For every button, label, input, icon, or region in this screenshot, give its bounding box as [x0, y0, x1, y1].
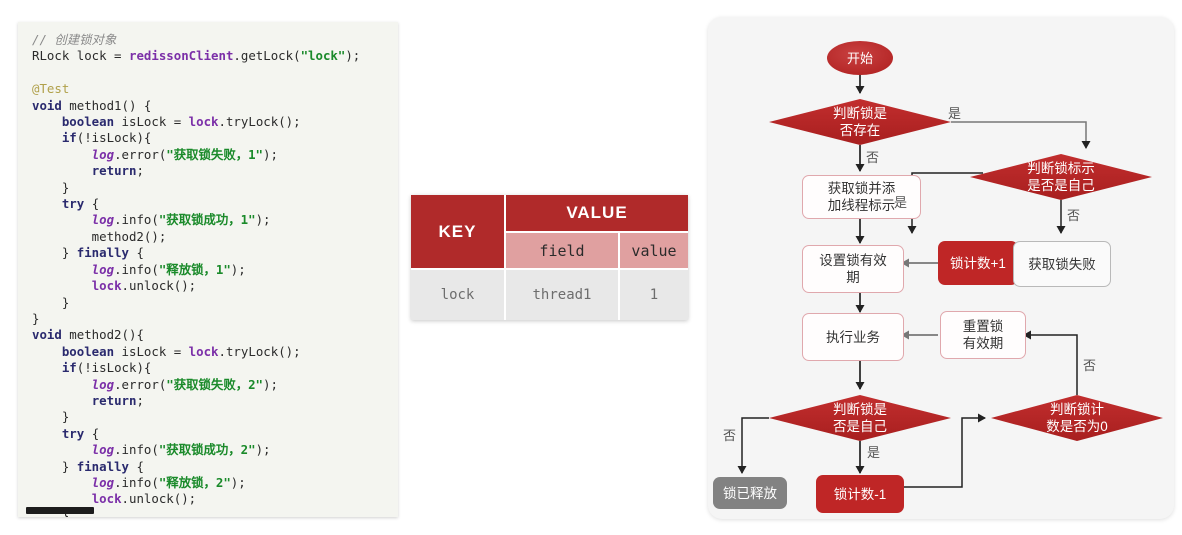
table-header-key: KEY	[411, 195, 506, 270]
flow-node-set-lock-ttl[interactable]: 设置锁有效期	[802, 245, 904, 293]
code-snippet-panel: // 创建锁对象 RLock lock = redissonClient.get…	[18, 22, 398, 517]
table-cell-field: thread1	[506, 270, 620, 320]
code-scrollbar[interactable]	[18, 505, 398, 517]
edge-label-count-no: 否	[1083, 358, 1097, 373]
start-ellipse-icon	[827, 41, 893, 75]
flow-node-lock-released-label: 锁已释放	[723, 485, 777, 501]
flow-node-check-lock-exists-label: 判断锁是否存在	[833, 106, 887, 138]
key-value-table: KEY VALUE field value lock thread1 1	[411, 195, 688, 320]
flow-node-reset-lock-ttl[interactable]: 重置锁有效期	[940, 311, 1026, 359]
flow-node-check-owner-tag-label: 判断锁标示是否是自己	[1027, 161, 1095, 193]
flowchart-panel: 开始 判断锁是否存在 获取锁并添加线程标示 设置锁有效期 执行业务 判断锁是否是…	[708, 17, 1174, 519]
edge-label-exists-no: 否	[866, 150, 880, 165]
table-header-value: VALUE	[506, 195, 688, 233]
edge-label-owner-no: 否	[1067, 208, 1081, 223]
flow-node-acquire-failed[interactable]: 获取锁失败	[1013, 241, 1111, 287]
flow-node-reset-lock-ttl-label: 重置锁有效期	[962, 319, 1004, 351]
flow-node-start[interactable]: 开始	[827, 41, 893, 75]
flow-node-acquire-and-tag[interactable]: 获取锁并添加线程标示	[802, 175, 921, 219]
flow-node-check-lock-is-self-label: 判断锁是否是自己	[833, 402, 887, 434]
flow-node-run-business-label: 执行业务	[826, 329, 880, 345]
edge-label-exists-yes: 是	[948, 106, 962, 121]
decision-check-count-zero-shape	[991, 395, 1163, 441]
flow-node-acquire-and-tag-label: 获取锁并添加线程标示	[827, 181, 896, 213]
table-subheader-field: field	[506, 233, 620, 270]
flowchart-connectors	[737, 61, 1163, 488]
table-subheader-value: value	[620, 233, 688, 270]
table-cell-key: lock	[411, 270, 506, 320]
table-cell-value: 1	[620, 270, 688, 320]
flow-node-check-count-zero-label: 判断锁计数是否为0	[1046, 402, 1108, 434]
flow-node-check-count-zero[interactable]: 判断锁计数是否为0	[991, 395, 1163, 441]
flow-node-set-lock-ttl-label: 设置锁有效期	[819, 253, 887, 285]
flow-node-check-lock-exists[interactable]: 判断锁是否存在	[769, 99, 951, 145]
decision-check-lock-is-self-shape	[769, 395, 951, 441]
flow-node-lock-released[interactable]: 锁已释放	[713, 477, 787, 509]
flow-node-run-business[interactable]: 执行业务	[802, 313, 904, 361]
flow-node-start-label: 开始	[846, 50, 873, 66]
code-text: // 创建锁对象 RLock lock = redissonClient.get…	[32, 32, 361, 517]
flow-node-lock-count-plus[interactable]: 锁计数+1	[938, 241, 1018, 285]
edge-label-self-no: 否	[723, 428, 737, 443]
flow-node-check-owner-tag[interactable]: 判断锁标示是否是自己	[970, 154, 1152, 200]
flow-node-lock-count-minus[interactable]: 锁计数-1	[816, 475, 904, 513]
edge-label-owner-yes: 是	[894, 195, 908, 210]
flow-node-lock-count-plus-label: 锁计数+1	[950, 255, 1006, 271]
decision-check-lock-exists-shape	[769, 99, 951, 145]
edge-label-self-yes: 是	[867, 445, 881, 460]
flow-node-acquire-failed-label: 获取锁失败	[1028, 256, 1096, 272]
decision-check-owner-tag-shape	[970, 154, 1152, 200]
flow-node-check-lock-is-self[interactable]: 判断锁是否是自己	[769, 395, 951, 441]
flow-node-lock-count-minus-label: 锁计数-1	[833, 486, 887, 502]
code-scrollbar-thumb[interactable]	[26, 507, 94, 514]
